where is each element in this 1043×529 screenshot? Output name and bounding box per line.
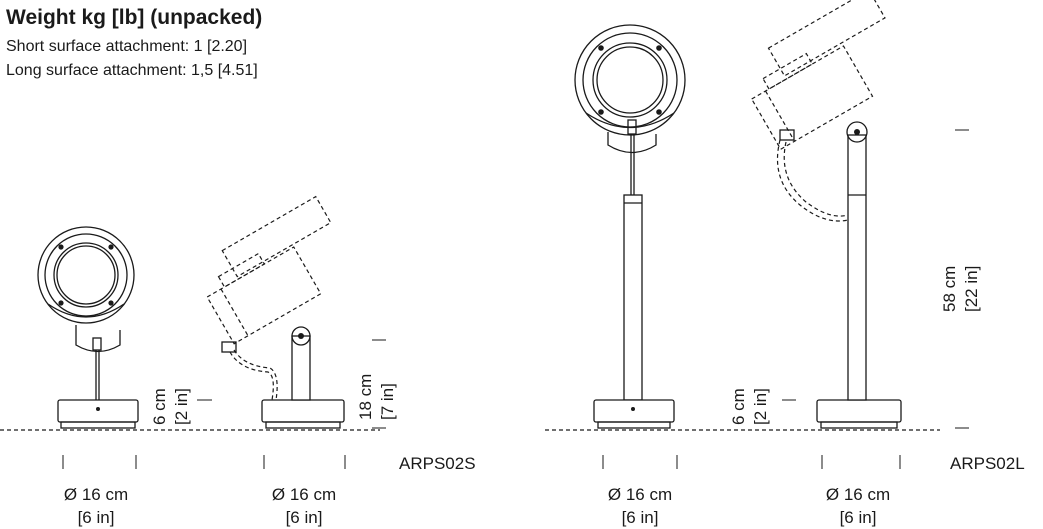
short-base-height-in: [2 in]	[172, 388, 191, 425]
short-total-height-in: [7 in]	[378, 383, 397, 420]
long-base-height-in: [2 in]	[751, 388, 770, 425]
long-front-diameter-in: [6 in]	[621, 508, 659, 527]
long-side-diameter-cm: Ø 16 cm	[825, 485, 891, 504]
weight-short: Short surface attachment: 1 [2.20]	[6, 38, 248, 55]
long-front-view	[574, 24, 686, 429]
short-total-height-cm: 18 cm	[356, 373, 375, 420]
short-side-diameter-in: [6 in]	[285, 508, 323, 527]
long-base-height-cm: 6 cm	[729, 388, 748, 425]
short-model-code: ARPS02S	[399, 454, 476, 473]
long-total-height-cm: 58 cm	[940, 265, 959, 312]
long-total-height-in: [22 in]	[962, 265, 981, 312]
weight-long: Long surface attachment: 1,5 [4.51]	[6, 62, 258, 79]
long-front-diameter-cm: Ø 16 cm	[607, 485, 673, 504]
weight-title: Weight kg [lb] (unpacked)	[6, 6, 263, 29]
short-side-view	[206, 195, 345, 429]
long-model-code: ARPS02L	[950, 454, 1025, 473]
long-side-view	[750, 0, 902, 429]
short-base-height-cm: 6 cm	[150, 388, 169, 425]
short-front-view	[37, 226, 139, 429]
long-side-diameter-in: [6 in]	[839, 508, 877, 527]
short-side-diameter-cm: Ø 16 cm	[271, 485, 337, 504]
short-front-diameter-cm: Ø 16 cm	[63, 485, 129, 504]
short-front-diameter-in: [6 in]	[77, 508, 115, 527]
